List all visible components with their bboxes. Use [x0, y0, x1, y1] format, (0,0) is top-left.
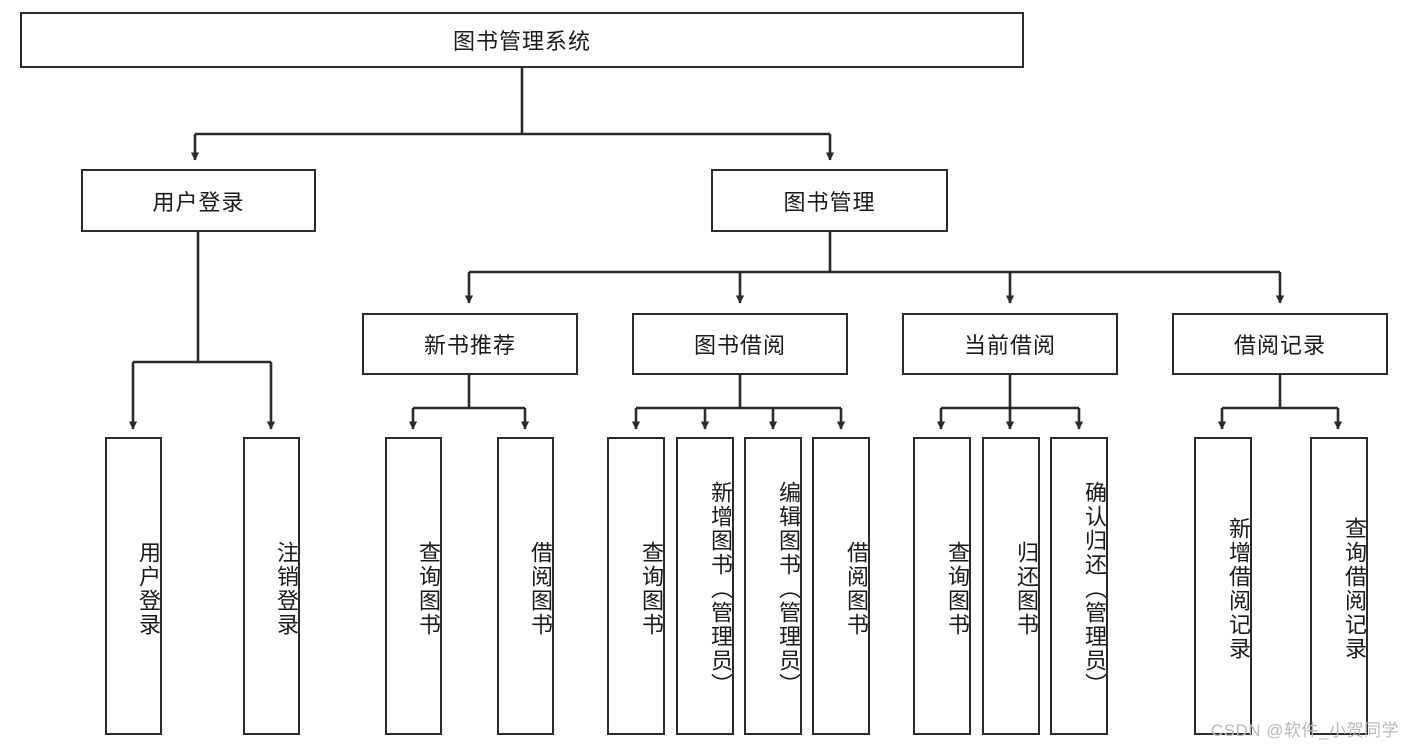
node-new-book-recommend-label: 新书推荐: [423, 333, 516, 358]
leaf-current-return-book[interactable]: 归还图书: [982, 437, 1040, 735]
leaf-current-query-book-label: 查询图书: [945, 541, 970, 637]
node-book-management-label: 图书管理: [783, 189, 876, 215]
leaf-new-book-borrow[interactable]: 借阅图书: [497, 437, 554, 735]
leaf-user-login-signout[interactable]: 注销登录: [243, 437, 300, 735]
leaf-borrow-borrow-book[interactable]: 借阅图书: [812, 437, 870, 735]
node-borrow-records[interactable]: 借阅记录: [1172, 313, 1388, 375]
leaf-user-login-signin[interactable]: 用户登录: [105, 437, 162, 735]
node-book-management[interactable]: 图书管理: [711, 169, 948, 232]
leaf-user-login-signin-label: 用户登录: [136, 541, 161, 637]
leaf-records-query[interactable]: 查询借阅记录: [1310, 437, 1368, 735]
leaf-new-book-borrow-label: 借阅图书: [528, 541, 553, 637]
leaf-current-confirm-return[interactable]: 确认归还（管理员）: [1050, 437, 1108, 735]
leaf-user-login-signout-label: 注销登录: [274, 541, 299, 637]
leaf-borrow-add-book[interactable]: 新增图书（管理员）: [676, 437, 734, 735]
leaf-borrow-query-book-label: 查询图书: [639, 541, 664, 637]
leaf-records-query-label: 查询借阅记录: [1342, 517, 1367, 661]
leaf-borrow-edit-book[interactable]: 编辑图书（管理员）: [744, 437, 802, 735]
watermark-text: CSDN @软件_小贺同学: [1210, 721, 1399, 740]
leaf-current-query-book[interactable]: 查询图书: [913, 437, 971, 735]
leaf-records-add[interactable]: 新增借阅记录: [1194, 437, 1252, 735]
leaf-borrow-borrow-book-label: 借阅图书: [844, 541, 869, 637]
leaf-borrow-edit-book-label: 编辑图书（管理员）: [776, 481, 801, 697]
leaf-new-book-query[interactable]: 查询图书: [385, 437, 442, 735]
node-current-borrow-label: 当前借阅: [963, 333, 1056, 358]
node-current-borrow[interactable]: 当前借阅: [902, 313, 1118, 375]
node-book-borrow[interactable]: 图书借阅: [632, 313, 848, 375]
node-user-login-label: 用户登录: [152, 189, 245, 215]
node-root-label: 图书管理系统: [452, 29, 591, 54]
node-root[interactable]: 图书管理系统: [20, 12, 1024, 68]
leaf-current-confirm-return-label: 确认归还（管理员）: [1082, 481, 1107, 697]
node-new-book-recommend[interactable]: 新书推荐: [362, 313, 578, 375]
leaf-new-book-query-label: 查询图书: [416, 541, 441, 637]
leaf-borrow-query-book[interactable]: 查询图书: [607, 437, 665, 735]
leaf-borrow-add-book-label: 新增图书（管理员）: [708, 481, 733, 697]
node-book-borrow-label: 图书借阅: [693, 333, 786, 358]
node-borrow-records-label: 借阅记录: [1233, 333, 1326, 358]
leaf-current-return-book-label: 归还图书: [1014, 541, 1039, 637]
leaf-records-add-label: 新增借阅记录: [1226, 517, 1251, 661]
node-user-login[interactable]: 用户登录: [81, 169, 316, 232]
